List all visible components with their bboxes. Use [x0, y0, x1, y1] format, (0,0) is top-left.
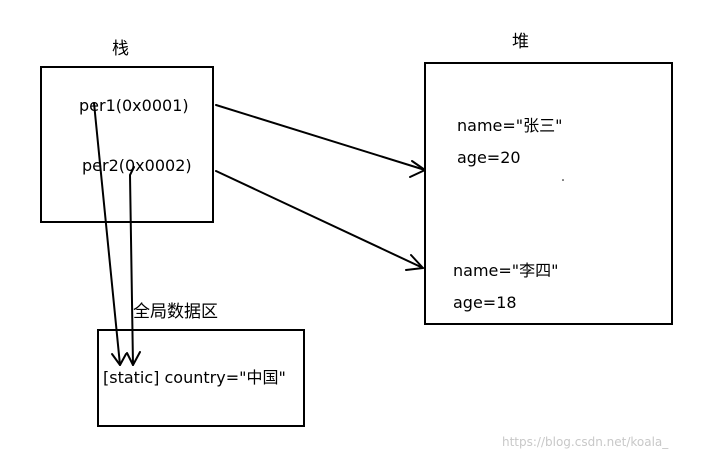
stray-dot [562, 179, 564, 181]
heap-object-2-age: age=18 [453, 293, 517, 312]
heap-object-1-age: age=20 [457, 148, 521, 167]
arrow-per2-to-global-head [126, 351, 141, 366]
arrow-per2-to-global-line [129, 166, 135, 366]
global-area-content: [static] country="中国" [103, 368, 286, 387]
stack-label: 栈 [112, 39, 129, 59]
arrow-per1-to-heap-head [409, 160, 426, 178]
watermark: https://blog.csdn.net/koala_ [502, 435, 669, 449]
arrow-per2-to-heap-head [405, 254, 424, 271]
arrow-per1-to-global-line [93, 102, 121, 366]
heap-label: 堆 [512, 32, 529, 52]
heap-object-2-name: name="李四" [453, 261, 559, 280]
arrow-per1-to-heap-line [215, 104, 426, 171]
arrow-per2-to-heap-line [215, 170, 424, 269]
arrow-per1-to-global-head [111, 353, 127, 366]
global-area-box [97, 329, 305, 427]
global-area-label: 全局数据区 [133, 302, 218, 322]
stack-box [40, 66, 214, 223]
heap-box [424, 62, 673, 325]
stack-var-per2: per2(0x0002) [82, 156, 192, 175]
stack-var-per1: per1(0x0001) [79, 96, 189, 115]
heap-object-1-name: name="张三" [457, 116, 563, 135]
